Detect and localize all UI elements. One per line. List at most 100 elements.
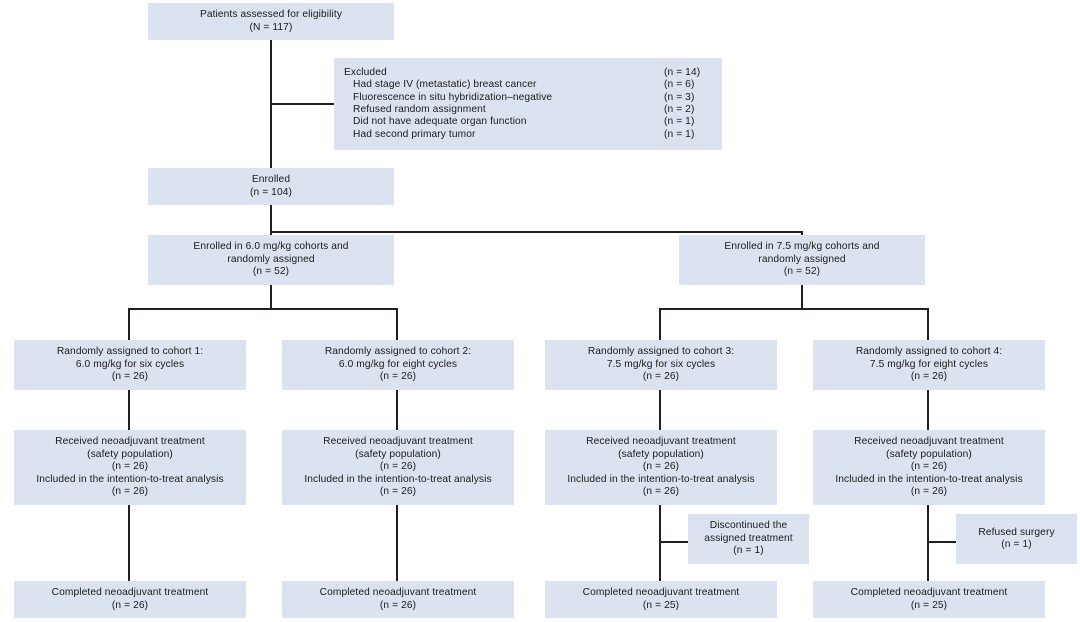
connector-cohort1-to-received1 [128,390,130,430]
node-line-2: (n = 26) [379,371,417,383]
exclusion-label: Fluorescence in situ hybridization–negat… [353,91,553,103]
node-received-2: Received neoadjuvant treatment(safety po… [282,430,514,505]
node-line-4: (n = 26) [379,486,417,498]
node-line-1: assigned treatment [704,532,793,544]
connector-to-excluded [270,103,334,105]
node-line-1: (n = 1) [1001,539,1032,550]
node-line-0: Discontinued the [709,520,788,532]
node-enrolled: Enrolled(n = 104) [148,168,394,205]
exclusion-count: (n = 1) [664,116,695,128]
connector-to-refused-4 [927,541,957,543]
exclusion-label: Did not have adequate organ function [353,116,527,128]
node-completed-3: Completed neoadjuvant treatment(n = 25) [545,581,777,618]
node-line-2: (n = 52) [252,266,290,278]
node-patients-assessed: Patients assessed for eligibility(N = 11… [148,3,394,40]
node-line-0: Received neoadjuvant treatment [55,436,205,448]
node-received-1: Received neoadjuvant treatment(safety po… [14,430,246,505]
node-line-0: Received neoadjuvant treatment [854,436,1004,448]
node-line-1: randomly assigned [227,253,315,265]
node-line-2: (n = 26) [111,371,149,383]
exclusion-row: Excluded (n = 14) [344,67,712,79]
node-line-2: (n = 26) [379,461,417,473]
node-line-1: 6.0 mg/kg for eight cycles [338,358,458,370]
exclusion-count: (n = 1) [664,128,695,140]
node-line-2: (n = 52) [783,266,821,278]
node-line-2: (n = 26) [910,371,948,383]
node-line-0: Randomly assigned to cohort 4: [855,346,1003,358]
node-line-0: Completed neoadjuvant treatment [850,587,1008,599]
exclusion-row: Did not have adequate organ function (n =… [344,116,712,128]
node-line-1: (safety population) [355,448,441,460]
node-line-0: Completed neoadjuvant treatment [51,587,209,599]
node-line-3: Included in the intention-to-treat analy… [304,473,492,485]
node-line-1: (n = 25) [642,599,680,611]
node-excluded: Excluded (n = 14)Had stage IV (metastatic… [334,58,722,150]
node-line-0: Received neoadjuvant treatment [586,436,736,448]
node-received-4: Received neoadjuvant treatment(safety po… [813,430,1045,505]
connector-60-stem [270,285,272,309]
node-line-3: Included in the intention-to-treat analy… [36,473,224,485]
connector-to-discontinued-3 [659,541,689,543]
connector-enrolled-split [270,231,802,233]
node-line-1: (n = 26) [379,599,417,611]
connector-enrolled-stem [270,205,272,232]
connector-split-left-drop [270,231,272,236]
node-line-2: (n = 1) [733,545,764,557]
node-line-1: (n = 104) [250,186,292,198]
node-line-1: 7.5 mg/kg for eight cycles [869,358,989,370]
node-refused-4: Refused surgery(n = 1) [956,514,1077,564]
exclusion-count: (n = 2) [664,104,695,115]
node-line-0: Refused surgery [978,526,1055,538]
exclusion-count: (n = 6) [664,79,695,91]
node-line-1: 7.5 mg/kg for six cycles [606,358,716,370]
node-cohort-4: Randomly assigned to cohort 4:7.5 mg/kg … [813,340,1045,390]
connector-cohort2-to-received2 [396,390,398,430]
exclusion-label: Refused random assignment [353,104,486,115]
node-completed-4: Completed neoadjuvant treatment(n = 25) [813,581,1045,618]
node-line-4: (n = 26) [111,486,149,498]
node-completed-1: Completed neoadjuvant treatment(n = 26) [14,581,246,618]
connector-75-split [659,308,929,310]
node-line-1: (safety population) [886,448,972,460]
exclusion-row: Fluorescence in situ hybridization–negat… [344,92,712,104]
connector-received3-to-completed3 [659,505,661,581]
node-line-1: 6.0 mg/kg for six cycles [75,358,185,370]
connector-cohort4-to-received4 [927,390,929,430]
node-line-1: (safety population) [87,448,173,460]
connector-cohort1-drop [128,308,130,340]
node-line-2: (n = 26) [642,371,680,383]
node-line-0: Enrolled in 7.5 mg/kg cohorts and [724,241,880,253]
connector-split-right-drop [801,231,803,236]
node-line-0: Patients assessed for eligibility [199,9,343,21]
node-line-0: Received neoadjuvant treatment [323,436,473,448]
exclusion-count: (n = 14) [664,66,701,78]
node-line-0: Randomly assigned to cohort 2: [324,346,472,358]
exclusion-label: Had second primary tumor [353,128,476,140]
node-line-4: (n = 26) [910,486,948,498]
node-line-3: Included in the intention-to-treat analy… [567,473,755,485]
connector-cohort2-drop [396,308,398,340]
node-line-3: Included in the intention-to-treat analy… [835,473,1023,485]
node-line-2: (n = 26) [642,461,680,473]
node-received-3: Received neoadjuvant treatment(safety po… [545,430,777,505]
connector-75-stem [801,285,803,309]
node-line-0: Completed neoadjuvant treatment [319,587,477,599]
connector-cohort3-to-received3 [659,390,661,430]
node-line-1: (safety population) [618,448,704,460]
node-line-0: Enrolled in 6.0 mg/kg cohorts and [193,241,349,253]
node-completed-2: Completed neoadjuvant treatment(n = 26) [282,581,514,618]
connector-received1-to-completed1 [128,505,130,581]
node-line-2: (n = 26) [111,461,149,473]
exclusion-row: Refused random assignment (n = 2) [344,104,712,116]
node-line-4: (n = 26) [642,486,680,498]
node-cohort-2: Randomly assigned to cohort 2:6.0 mg/kg … [282,340,514,390]
connector-cohort4-drop [927,308,929,340]
node-line-0: Enrolled [251,174,291,186]
node-cohort-3: Randomly assigned to cohort 3:7.5 mg/kg … [545,340,777,390]
exclusion-label: Excluded [344,66,387,78]
node-line-0: Randomly assigned to cohort 3: [587,346,735,358]
exclusion-row: Had stage IV (metastatic) breast cancer(… [344,79,712,91]
node-line-1: randomly assigned [758,253,846,265]
node-line-0: Randomly assigned to cohort 1: [56,346,204,358]
